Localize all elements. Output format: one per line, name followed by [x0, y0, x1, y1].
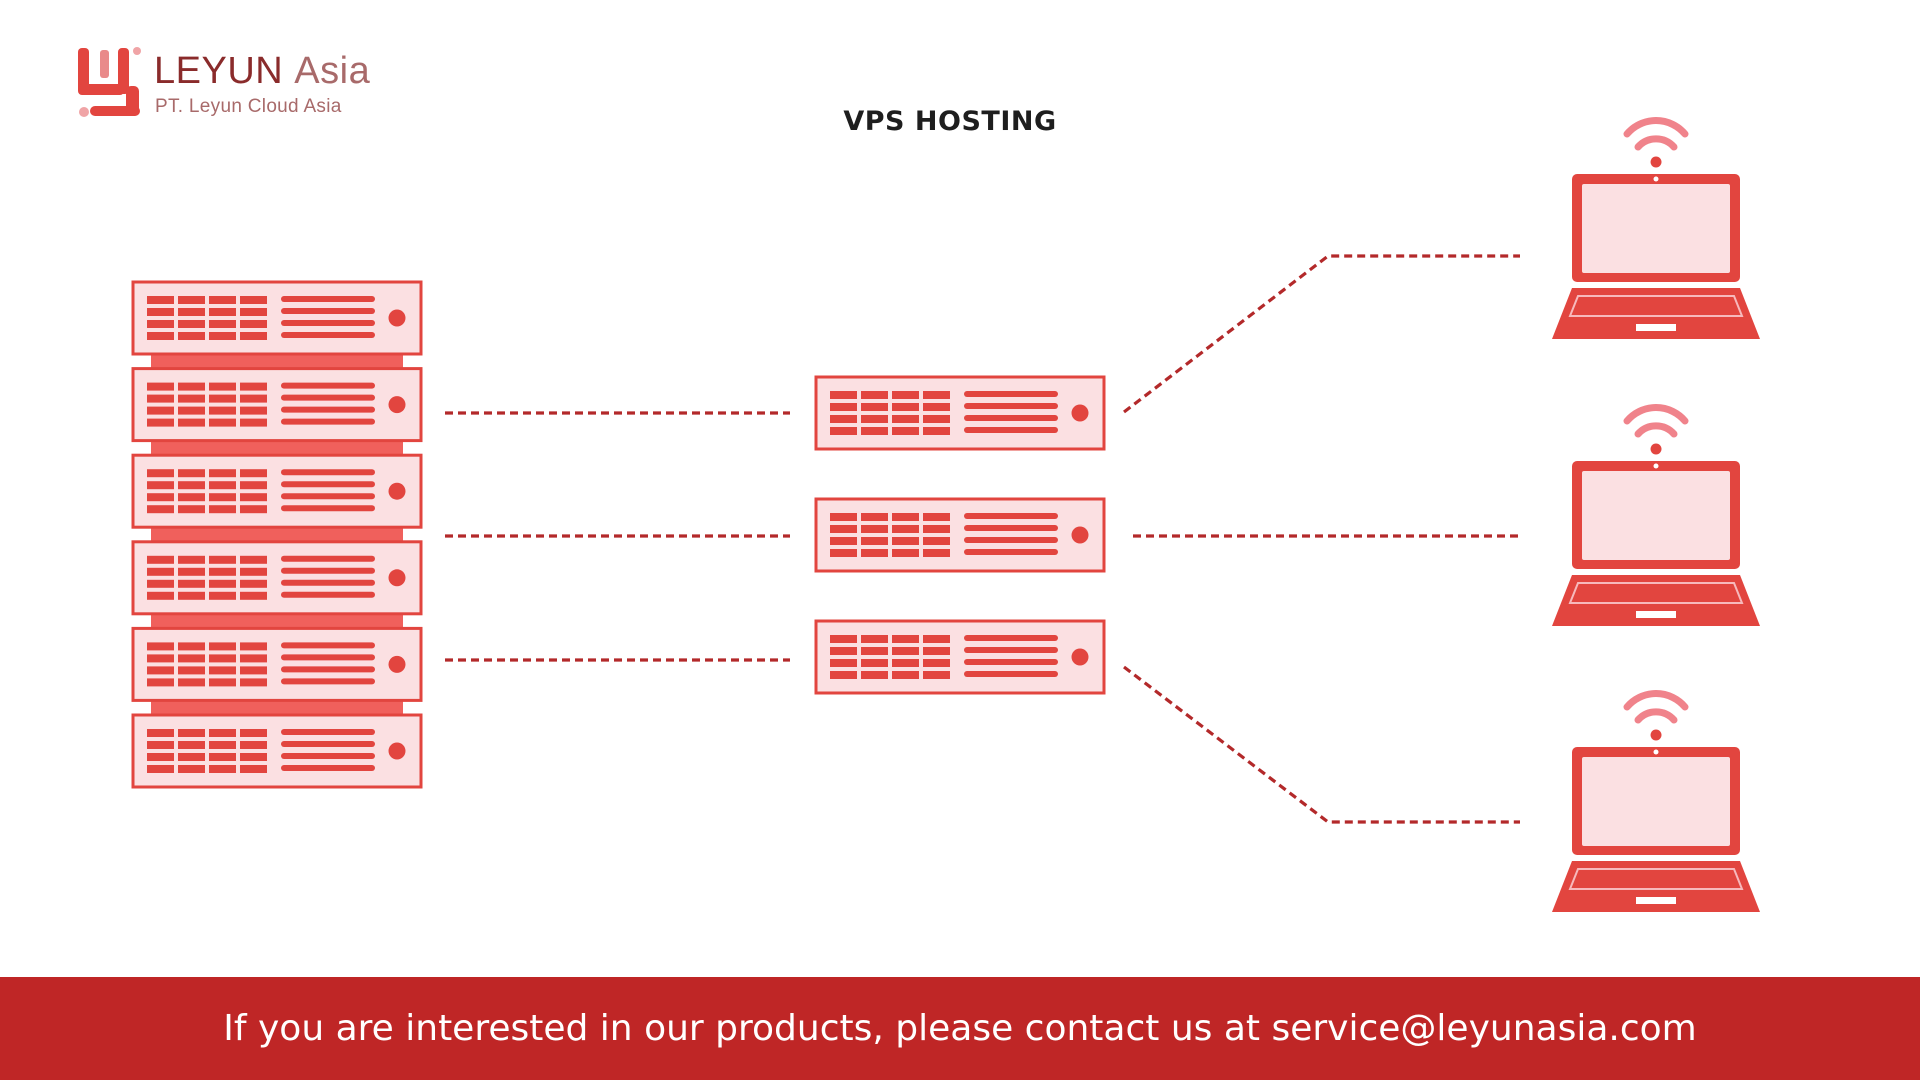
touchpad-icon — [1636, 324, 1676, 331]
rack-server-icon — [131, 367, 423, 443]
keyboard-icon — [1568, 295, 1744, 317]
status-led-icon — [388, 396, 406, 414]
laptop-icon — [1552, 404, 1760, 626]
brand: LEYUN Asia PT. Leyun Cloud Asia — [76, 46, 376, 120]
status-led-icon — [388, 742, 406, 760]
status-led-icon — [1071, 648, 1089, 666]
rack-spacer — [151, 440, 403, 456]
rack-server-icon — [814, 375, 1106, 451]
client-laptops — [1552, 117, 1760, 912]
wifi-icon — [1623, 690, 1689, 741]
leyun-logo-icon — [78, 47, 141, 117]
laptop-icon — [1552, 117, 1760, 339]
keyboard-icon — [1568, 582, 1744, 604]
dashed-connector — [1123, 665, 1520, 824]
rack-server-icon — [131, 626, 423, 702]
rack-server-icon — [131, 713, 423, 789]
brand-name-main: LEYUN — [154, 50, 284, 92]
status-led-icon — [388, 309, 406, 327]
status-led-icon — [1071, 404, 1089, 422]
wifi-icon — [1623, 117, 1689, 168]
camera-icon — [1653, 749, 1659, 755]
laptop-icon — [1552, 690, 1760, 912]
rack-spacer — [151, 527, 403, 543]
page-title: VPS HOSTING — [843, 106, 1057, 137]
touchpad-icon — [1636, 611, 1676, 618]
status-led-icon — [388, 655, 406, 673]
status-led-icon — [1071, 526, 1089, 544]
brand-company: PT. Leyun Cloud Asia — [155, 96, 342, 117]
rack-spacer — [151, 354, 403, 369]
brand-name-sub: Asia — [294, 50, 371, 92]
status-led-icon — [388, 482, 406, 500]
keyboard-icon — [1568, 868, 1744, 890]
rack-server-icon — [814, 497, 1106, 573]
brand-name: LEYUN Asia — [154, 50, 370, 93]
camera-icon — [1653, 176, 1659, 182]
rack-server-icon — [131, 540, 423, 616]
rack-spacer — [151, 700, 403, 716]
rack-server-icon — [131, 453, 423, 529]
dashed-connector — [1123, 254, 1520, 414]
vps-hosting-diagram — [131, 117, 1760, 912]
status-led-icon — [388, 569, 406, 587]
touchpad-icon — [1636, 897, 1676, 904]
connectors — [445, 254, 1520, 824]
server-rack — [131, 280, 423, 789]
footer-banner: If you are interested in our products, p… — [0, 977, 1920, 1080]
contact-text: If you are interested in our products, p… — [223, 1008, 1697, 1049]
rack-server-icon — [131, 280, 423, 356]
vps-servers — [814, 375, 1106, 695]
camera-icon — [1653, 463, 1659, 469]
wifi-icon — [1623, 404, 1689, 455]
rack-spacer — [151, 613, 403, 629]
rack-server-icon — [814, 619, 1106, 695]
